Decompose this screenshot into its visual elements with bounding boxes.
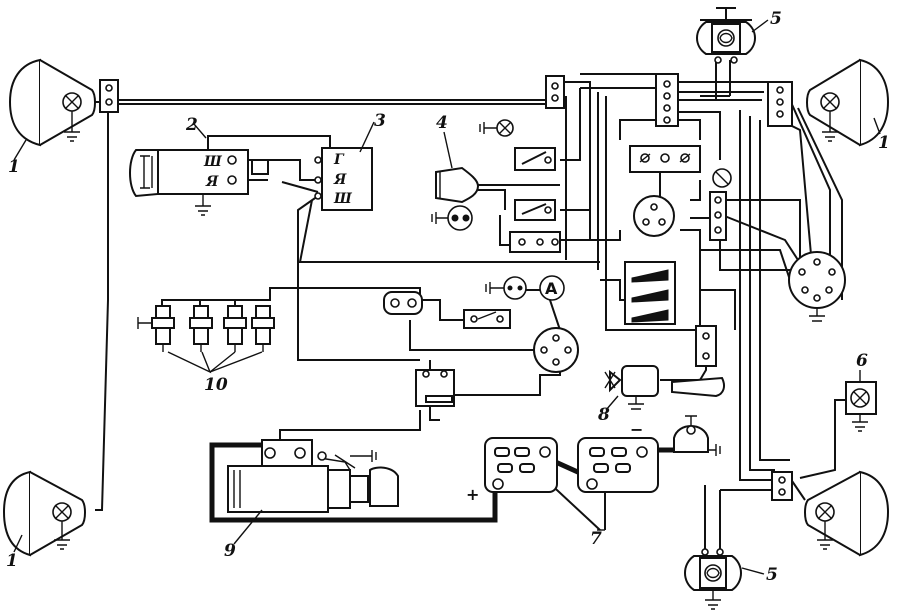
headlight-top-left (8, 58, 96, 147)
relays (509, 147, 561, 253)
side-light-top (696, 7, 756, 64)
ammeter: A (485, 275, 565, 301)
label-headlight-bl: 1 (6, 551, 18, 571)
headlight-switch (788, 251, 846, 322)
label-headlight-tl: 1 (8, 157, 20, 177)
starter (227, 439, 399, 513)
central-switch (629, 145, 732, 237)
distributor (533, 327, 579, 373)
ammeter-symbol: A (545, 279, 558, 298)
label-side-light-top: 5 (770, 9, 782, 29)
ignition-relay (463, 309, 511, 329)
heater-motor (604, 365, 659, 410)
headlight-bottom-right (804, 470, 890, 557)
label-relay-regulator: 3 (374, 111, 386, 131)
dimmer-switch (671, 325, 725, 398)
reference-labels: 1 1 1 2 3 4 5 5 6 7 8 9 10 (6, 9, 890, 585)
headlight-bottom-left (2, 470, 86, 557)
spark-plug-2 (189, 305, 213, 352)
generator: Ш Я (129, 149, 269, 216)
battery-right: − (577, 420, 659, 493)
spark-plug-3 (223, 305, 247, 352)
headlight-top-right (806, 58, 890, 147)
reg-sh-terminal: Ш (333, 191, 353, 207)
label-small-lamp: 6 (856, 351, 868, 371)
battery-minus-sign: − (630, 420, 643, 439)
label-headlight-tr: 1 (878, 133, 890, 153)
relay-regulator: Г Я Ш (314, 147, 373, 211)
battery-switch (673, 415, 721, 456)
gen-armature-terminal: Я (205, 174, 219, 190)
ignition-coil (415, 369, 455, 407)
label-horn: 4 (436, 113, 448, 133)
ignition-switch (383, 291, 423, 315)
small-lamp (845, 381, 877, 432)
label-starter: 9 (224, 541, 236, 561)
battery-plus-sign: + (466, 485, 479, 504)
side-light-bottom (684, 548, 742, 610)
label-spark-plugs: 10 (204, 375, 228, 395)
battery-left: + (466, 437, 558, 504)
junction-blocks (99, 73, 793, 501)
spark-plug-1 (137, 305, 175, 352)
label-side-light-bottom: 5 (766, 565, 778, 585)
reg-g-terminal: Г (333, 152, 345, 168)
gen-field-terminal: Ш (203, 154, 223, 170)
label-battery: 7 (590, 529, 602, 549)
fuse-box (624, 261, 676, 325)
reg-ya-terminal: Я (333, 172, 347, 188)
spark-plugs (137, 305, 275, 352)
spark-plug-4 (251, 305, 275, 352)
label-generator: 2 (185, 115, 198, 135)
horn (431, 119, 514, 231)
